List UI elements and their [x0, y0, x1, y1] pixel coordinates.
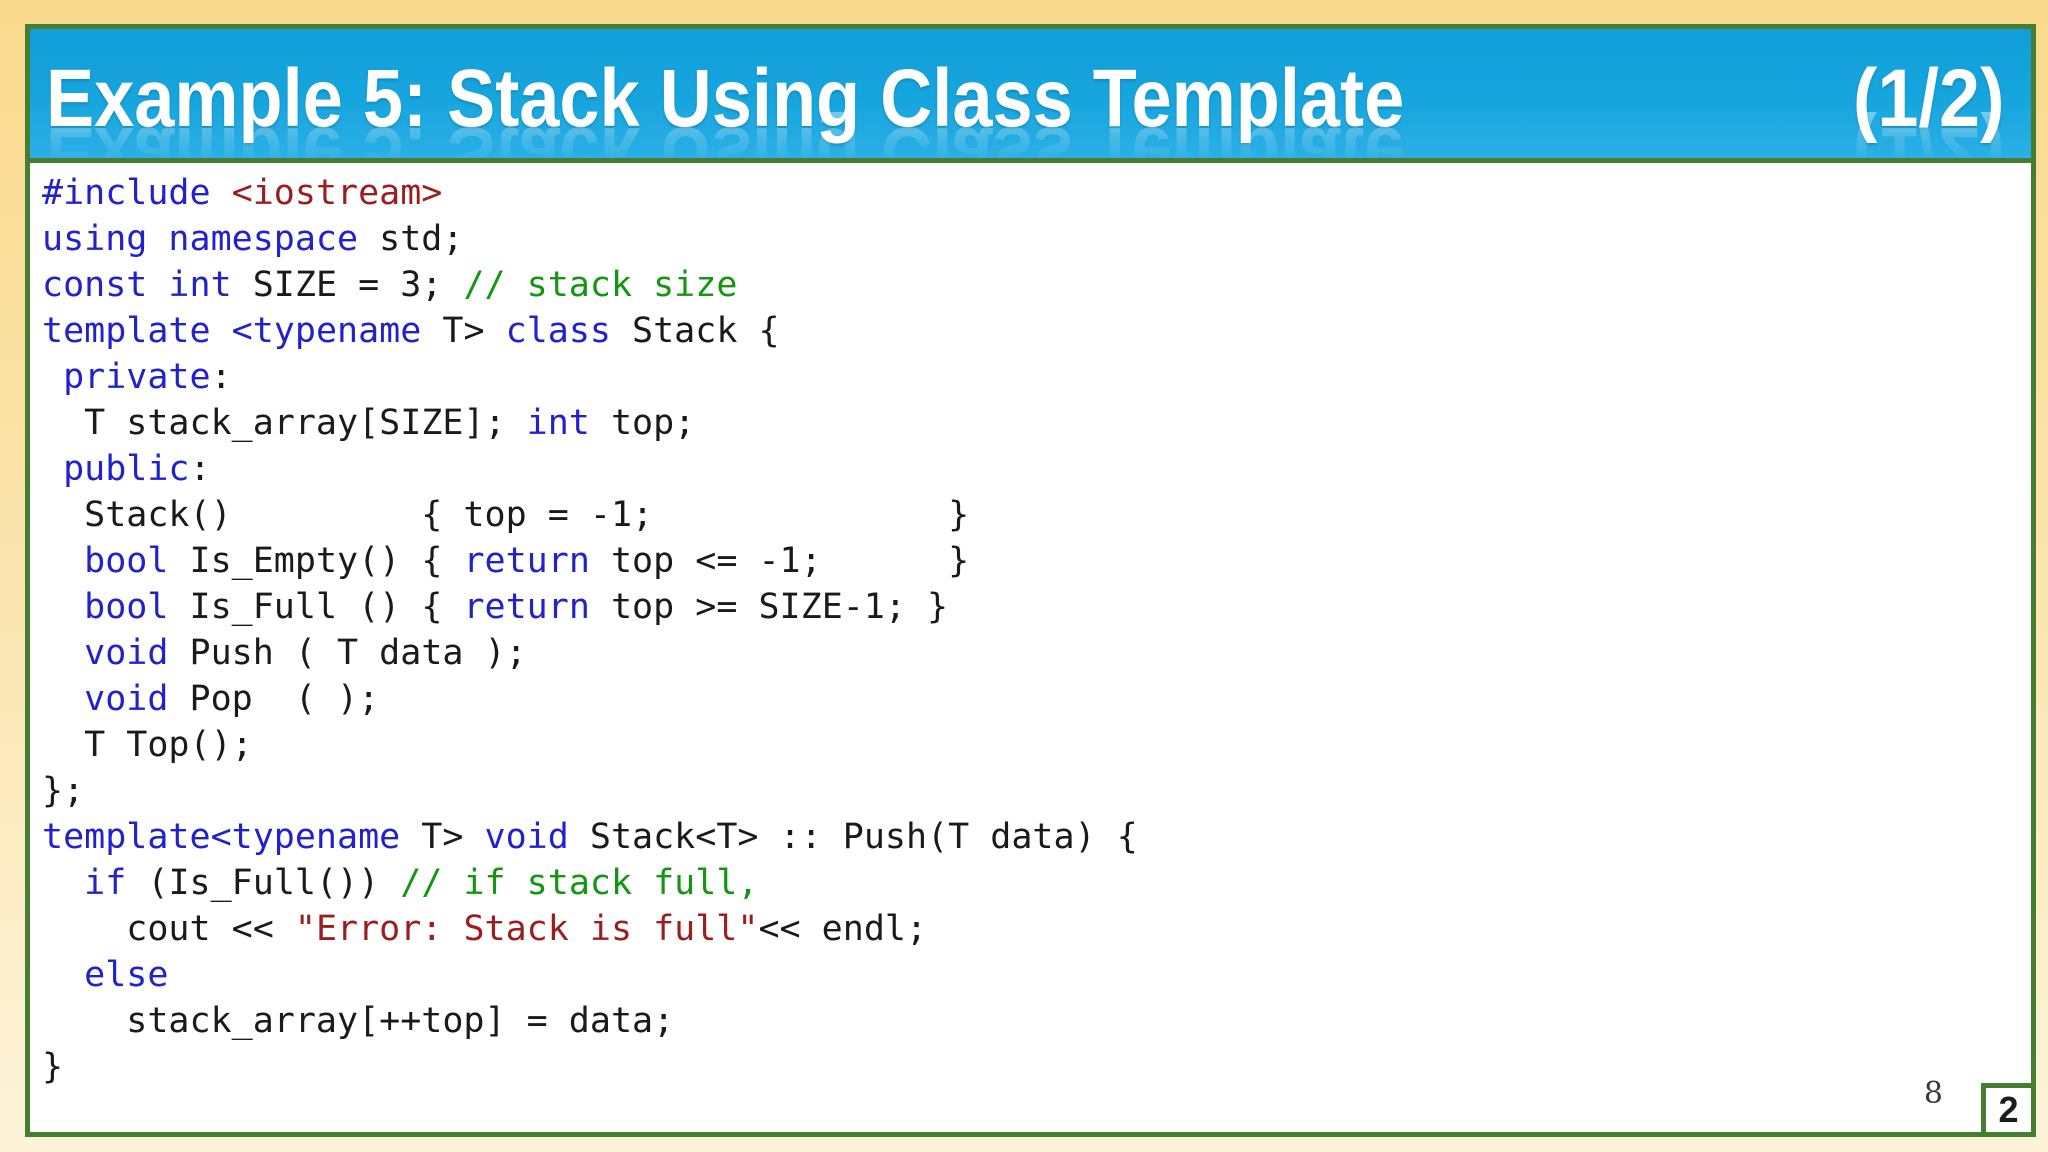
code-token: std;: [358, 219, 464, 259]
code-token: bool: [84, 541, 169, 581]
code-token: (Is_Full()): [126, 863, 401, 903]
code-token: stack_array[++top] = data;: [42, 1001, 675, 1041]
code-token: return: [463, 587, 590, 627]
code-line: cout << "Error: Stack is full"<< endl;: [42, 906, 2031, 952]
code-token: T>: [421, 311, 506, 351]
code-token: private: [63, 357, 211, 397]
code-token: Is_Empty() {: [168, 541, 464, 581]
code-token: cout <<: [42, 909, 295, 949]
slide: Example 5: Stack Using Class Template Ex…: [25, 24, 2036, 1137]
code-token: [42, 955, 84, 995]
code-line: template<typename T> void Stack<T> :: Pu…: [42, 814, 2031, 860]
code-token: T>: [400, 817, 485, 857]
code-token: const int: [42, 265, 232, 305]
code-token: <iostream>: [231, 173, 443, 213]
page-number: 2: [1998, 1089, 2019, 1130]
code-token: SIZE = 3;: [231, 265, 464, 305]
code-line: T stack_array[SIZE]; int top;: [42, 400, 2031, 446]
code-token: void: [84, 679, 169, 719]
code-token: Stack<T> :: Push(T data) {: [568, 817, 1138, 857]
code-token: else: [84, 955, 169, 995]
page-indicator-column: (1/2) (1/2): [1853, 53, 2005, 163]
code-token: void: [484, 817, 569, 857]
code-line: #include <iostream>: [42, 170, 2031, 216]
code-line: bool Is_Empty() { return top <= -1; }: [42, 538, 2031, 584]
code-line: T Top();: [42, 722, 2031, 768]
code-token: };: [42, 771, 85, 811]
code-token: Pop ( );: [168, 679, 380, 719]
code-token: template: [42, 311, 211, 351]
code-token: [211, 311, 232, 351]
code-token: [42, 357, 63, 397]
code-token: bool: [84, 587, 169, 627]
code-line: const int SIZE = 3; // stack size: [42, 262, 2031, 308]
code-token: <typename: [231, 311, 422, 351]
code-token: [42, 679, 84, 719]
code-token: top;: [589, 403, 696, 443]
code-token: :: [189, 449, 211, 489]
code-line: using namespace std;: [42, 216, 2031, 262]
code-token: public: [63, 449, 190, 489]
header-page-indicator-reflection: (1/2): [1853, 110, 2005, 163]
code-token: "Error: Stack is full": [294, 909, 759, 949]
code-token: template<typename: [42, 817, 401, 857]
code-token: Push ( T data );: [168, 633, 527, 673]
code-token: T Top();: [42, 725, 253, 765]
header-page-indicator: (1/2): [1853, 53, 2005, 144]
page-number-box: 2: [1981, 1083, 2036, 1137]
code-line: void Push ( T data );: [42, 630, 2031, 676]
code-line: if (Is_Full()) // if stack full,: [42, 860, 2031, 906]
code-token: Stack() { top = -1; }: [42, 495, 970, 535]
code-token: using namespace: [42, 219, 359, 259]
code-token: Stack {: [610, 311, 780, 351]
code-token: if: [84, 863, 127, 903]
slide-title-reflection: Example 5: Stack Using Class Template: [46, 110, 1405, 163]
code-line: public:: [42, 446, 2031, 492]
code-line: bool Is_Full () { return top >= SIZE-1; …: [42, 584, 2031, 630]
code-line: }: [42, 1044, 2031, 1090]
code-line: stack_array[++top] = data;: [42, 998, 2031, 1044]
title-column: Example 5: Stack Using Class Template Ex…: [46, 53, 1405, 163]
code-token: // if stack full,: [400, 863, 759, 903]
code-line: void Pop ( );: [42, 676, 2031, 722]
slide-title: Example 5: Stack Using Class Template: [46, 53, 1405, 144]
code-token: int: [526, 403, 590, 443]
code-line: };: [42, 768, 2031, 814]
code-token: // stack size: [463, 265, 738, 305]
code-token: }: [42, 1047, 64, 1087]
slide-header: Example 5: Stack Using Class Template Ex…: [30, 29, 2031, 163]
code-line: template <typename T> class Stack {: [42, 308, 2031, 354]
code-token: #include: [42, 173, 211, 213]
code-token: top <= -1; }: [589, 541, 970, 581]
code-token: class: [505, 311, 611, 351]
code-token: Is_Full () {: [168, 587, 464, 627]
code-token: T stack_array[SIZE];: [42, 403, 527, 443]
code-token: void: [84, 633, 169, 673]
code-token: [211, 173, 232, 213]
code-token: :: [210, 357, 232, 397]
code-token: return: [463, 541, 590, 581]
code-token: top >= SIZE-1; }: [589, 587, 949, 627]
code-area: #include <iostream>using namespace std;c…: [30, 163, 2031, 1117]
code-line: else: [42, 952, 2031, 998]
code-line: Stack() { top = -1; }: [42, 492, 2031, 538]
code-token: [42, 587, 84, 627]
code-token: [42, 541, 84, 581]
code-token: [42, 863, 84, 903]
slide-number: 8: [1923, 1076, 1943, 1111]
code-line: private:: [42, 354, 2031, 400]
code-token: [42, 449, 63, 489]
code-token: << endl;: [758, 909, 928, 949]
code-block: #include <iostream>using namespace std;c…: [42, 170, 2031, 1090]
code-token: [42, 633, 84, 673]
